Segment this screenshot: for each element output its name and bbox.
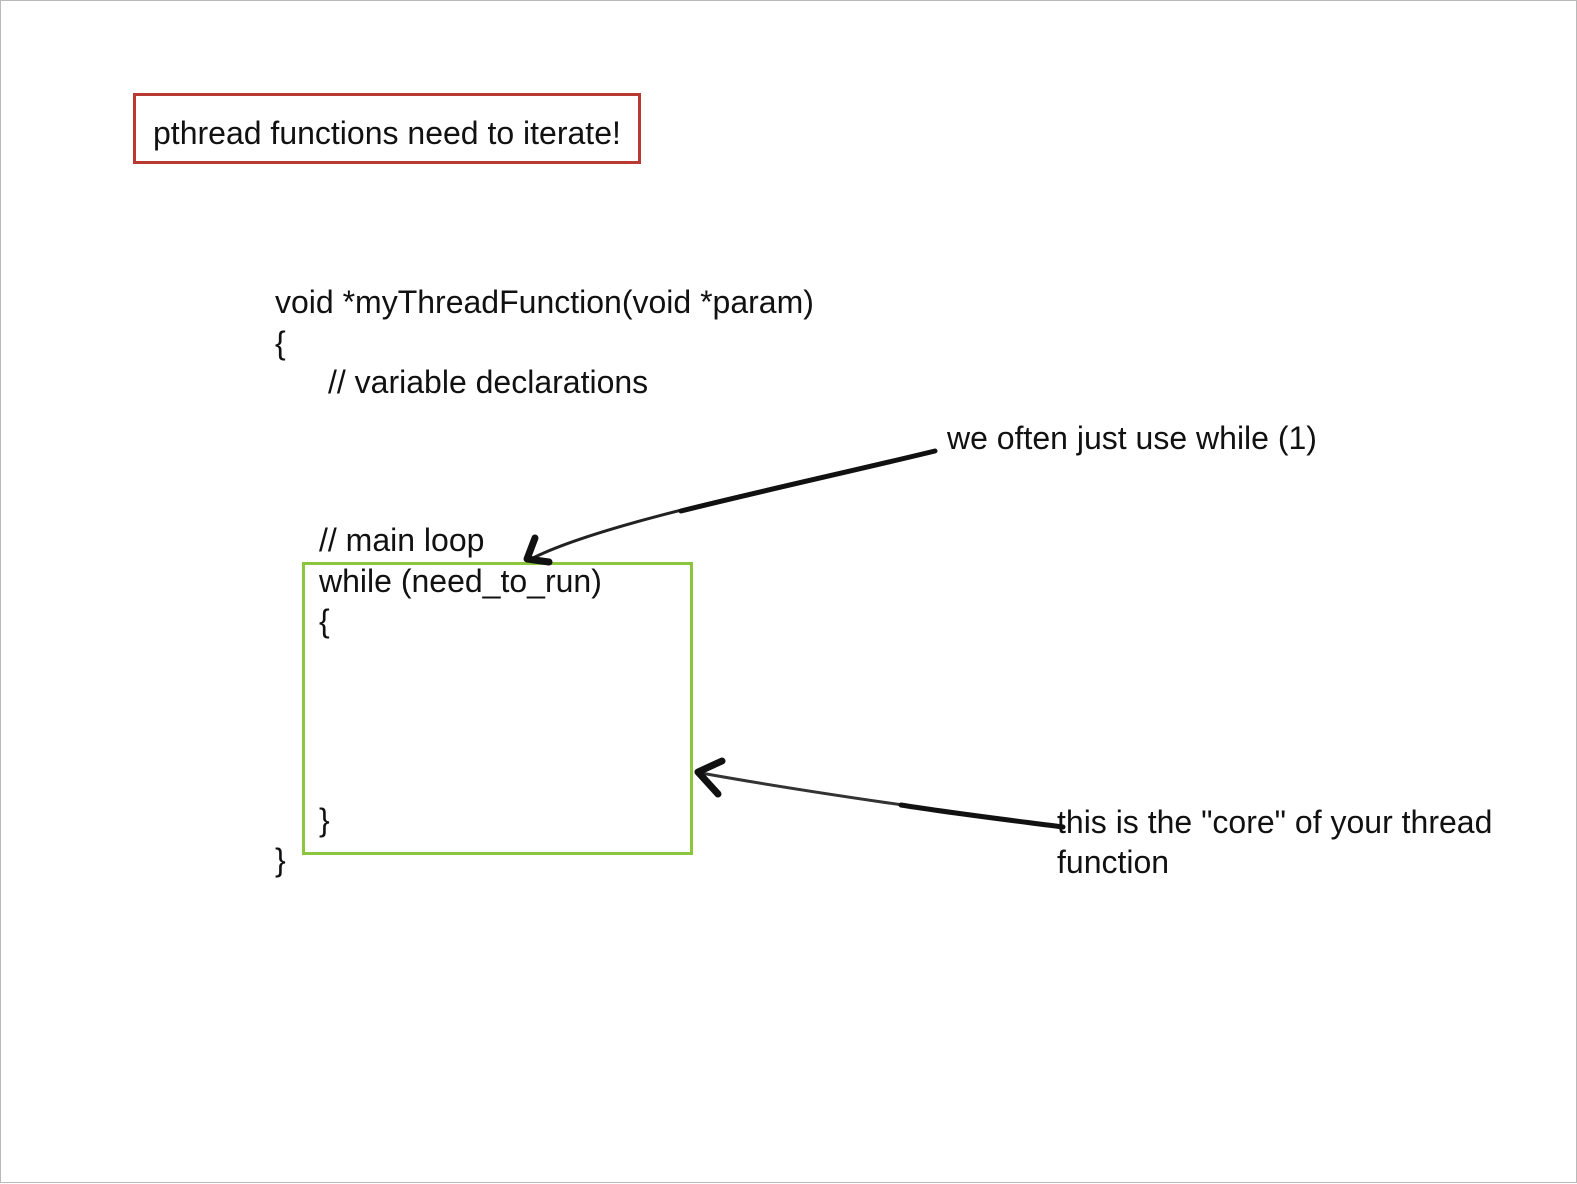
note-text: pthread functions need to iterate! [153, 115, 621, 151]
function-close-brace: } [275, 842, 286, 878]
while-statement: while (need_to_run) [319, 563, 602, 599]
function-open-brace: { [275, 325, 286, 361]
main-loop-comment: // main loop [319, 522, 485, 558]
arrow-to-loop-box [694, 757, 1066, 830]
core-callout-line-1: this is the "core" of your thread [1057, 804, 1493, 840]
loop-open-brace: { [319, 603, 330, 639]
variable-declarations-comment: // variable declarations [328, 364, 649, 400]
arrow-to-while [523, 448, 938, 566]
function-signature: void *myThreadFunction(void *param) [275, 284, 814, 320]
main-loop-box [302, 562, 693, 855]
note-box [133, 93, 641, 164]
loop-close-brace: } [319, 802, 330, 838]
while-one-callout: we often just use while (1) [947, 420, 1317, 456]
core-callout-line-2: function [1057, 844, 1170, 880]
